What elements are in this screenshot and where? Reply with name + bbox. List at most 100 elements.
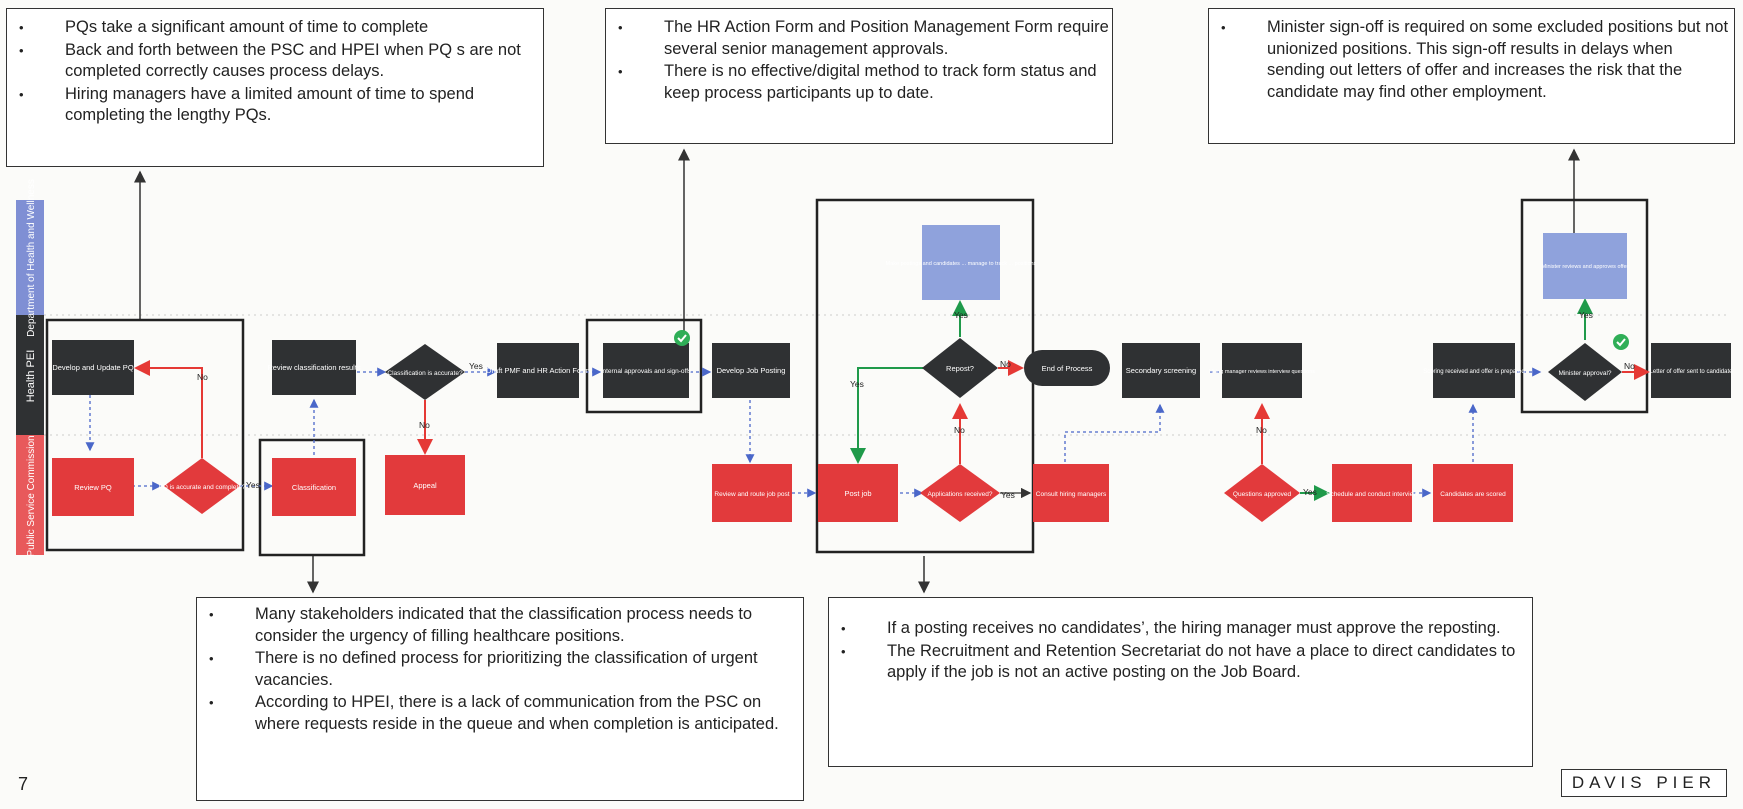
lane-psc-label: Public Service Commission (26, 435, 37, 556)
node-post-job-label: Post job (844, 489, 871, 498)
label-yes: Yes (469, 361, 483, 371)
node-classification-accurate-label: Classification is accurate? (387, 370, 463, 377)
callout-bullet: According to HPEI, there is a lack of co… (209, 692, 803, 735)
node-review-route-post (712, 464, 792, 522)
node-minister-reviews (1543, 233, 1627, 299)
callout-classification-urgency-list: Many stakeholders indicated that the cla… (197, 604, 803, 735)
callout-reposting: If a posting receives no candidates’, th… (828, 597, 1533, 767)
node-appeal (385, 455, 465, 515)
label-yes: Yes (1303, 487, 1317, 497)
node-letter-of-offer (1651, 343, 1731, 398)
node-candidates-scored (1433, 464, 1513, 522)
callout-reposting-list: If a posting receives no candidates’, th… (829, 618, 1532, 684)
node-letter-of-offer-label: Letter of offer sent to candidate (1650, 369, 1734, 375)
node-applications-decision (920, 464, 1000, 522)
node-scoring-received-label: Scoring received and offer is prepared (1423, 369, 1525, 375)
callout-bullet: If a posting receives no candidates’, th… (841, 618, 1532, 640)
label-yes: Yes (850, 379, 864, 389)
node-post-job (818, 464, 898, 522)
brand-logo: DAVIS PIER (1560, 769, 1727, 797)
lane-dhw-label: Department of Health and Wellness (26, 179, 37, 337)
node-pq-accurate-label: PQ is accurate and complete? (158, 484, 245, 491)
lane-hpei-header (16, 315, 44, 435)
node-classification-label: Classification (292, 483, 336, 492)
node-draft-pmf-label: Draft PMF and HR Action Form (486, 366, 590, 375)
node-develop-pq (52, 340, 134, 395)
callout-bullet: The HR Action Form and Position Manageme… (618, 17, 1112, 60)
check-circle-icon (1613, 334, 1629, 350)
node-secondary-screening (1122, 343, 1200, 398)
node-secondary-screening-label: Secondary screening (1126, 366, 1196, 375)
node-repost-label: Repost? (946, 364, 974, 373)
node-minister-reviews-label: Minister reviews and approves offer (1542, 264, 1629, 270)
node-make-postings-label: Make postings and candidates ... manage … (886, 261, 1037, 267)
node-candidates-scored-label: Candidates are scored (1440, 491, 1506, 498)
callout-bullet: Many stakeholders indicated that the cla… (209, 604, 803, 647)
node-classification-accurate-decision (385, 344, 465, 400)
label-no: No (1624, 361, 1635, 371)
label-no: No (1256, 425, 1267, 435)
node-end-of-process-label: End of Process (1042, 364, 1093, 373)
callout-bullet: There is no defined process for prioriti… (209, 648, 803, 691)
node-review-pq (52, 458, 134, 516)
node-consult-hiring-label: Consult hiring managers (1036, 491, 1107, 498)
node-schedule-interview (1332, 464, 1412, 522)
node-hiring-manager-reviews (1222, 343, 1302, 398)
callout-bullet: PQs take a significant amount of time to… (19, 17, 543, 39)
label-yes: Yes (1579, 310, 1593, 320)
highlight-classification (258, 438, 366, 557)
highlight-approvals (585, 318, 703, 414)
node-develop-pq-label: Develop and Update PQ (52, 363, 133, 372)
node-end-of-process (1024, 350, 1110, 386)
node-questions-approved-decision (1224, 464, 1300, 522)
node-applications-label: Applications received? (927, 491, 992, 498)
node-review-classification (272, 340, 356, 395)
node-schedule-interview-label: Schedule and conduct interview (1326, 491, 1418, 498)
node-consult-hiring (1033, 464, 1109, 522)
callout-bullet: Back and forth between the PSC and HPEI … (19, 40, 543, 83)
node-review-route-post-label: Review and route job post (714, 491, 789, 498)
label-yes: Yes (246, 480, 260, 490)
node-review-classification-label: Review classification results (267, 363, 361, 372)
label-no: No (197, 372, 208, 382)
node-review-pq-label: Review PQ (74, 483, 112, 492)
page-number: 7 (18, 774, 29, 794)
label-yes: Yes (954, 310, 968, 320)
callout-pq-issues: PQs take a significant amount of time to… (6, 8, 544, 167)
node-internal-approvals-label: Internal approvals and sign-offs (601, 368, 692, 375)
lane-hpei-label: Health PEI (25, 350, 37, 403)
callout-minister-signoff-list: Minister sign-off is required on some ex… (1209, 17, 1734, 103)
node-minister-approval-decision (1548, 343, 1622, 401)
callout-bullet: Hiring managers have a limited amount of… (19, 84, 543, 127)
callout-connectors (134, 148, 1580, 594)
callout-form-approvals-list: The HR Action Form and Position Manageme… (606, 17, 1112, 104)
node-develop-job-posting (712, 343, 790, 398)
check-circle-icon (674, 330, 690, 346)
node-repost-decision (922, 338, 998, 398)
callout-bullet: The Recruitment and Retention Secretaria… (841, 641, 1532, 684)
callout-form-approvals: The HR Action Form and Position Manageme… (605, 8, 1113, 144)
node-make-postings (922, 225, 1000, 300)
callout-bullet: There is no effective/digital method to … (618, 61, 1112, 104)
node-scoring-received (1433, 343, 1515, 398)
label-yes: Yes (1001, 490, 1015, 500)
highlight-pq (45, 318, 245, 552)
node-minister-approval-label: Minister approval? (1558, 370, 1611, 377)
callout-bullet: Minister sign-off is required on some ex… (1221, 17, 1734, 103)
node-draft-pmf (497, 343, 579, 398)
label-no: No (954, 425, 965, 435)
node-classification (272, 458, 356, 516)
highlight-minister (1520, 198, 1649, 414)
lane-psc-header (16, 435, 44, 555)
callout-classification-urgency: Many stakeholders indicated that the cla… (196, 597, 804, 801)
lane-dhw-header (16, 200, 44, 315)
node-pq-accurate-decision (164, 458, 240, 514)
node-questions-approved-label: Questions approved (1233, 491, 1292, 498)
callout-pq-issues-list: PQs take a significant amount of time to… (7, 17, 543, 127)
node-internal-approvals (603, 343, 689, 398)
node-hiring-manager-reviews-label: Hiring manager reviews interview questio… (1209, 369, 1315, 375)
node-appeal-label: Appeal (413, 481, 437, 490)
swimlanes: Department of Health and Wellness Health… (16, 179, 1730, 557)
label-no: No (419, 420, 430, 430)
node-develop-job-posting-label: Develop Job Posting (717, 366, 786, 375)
